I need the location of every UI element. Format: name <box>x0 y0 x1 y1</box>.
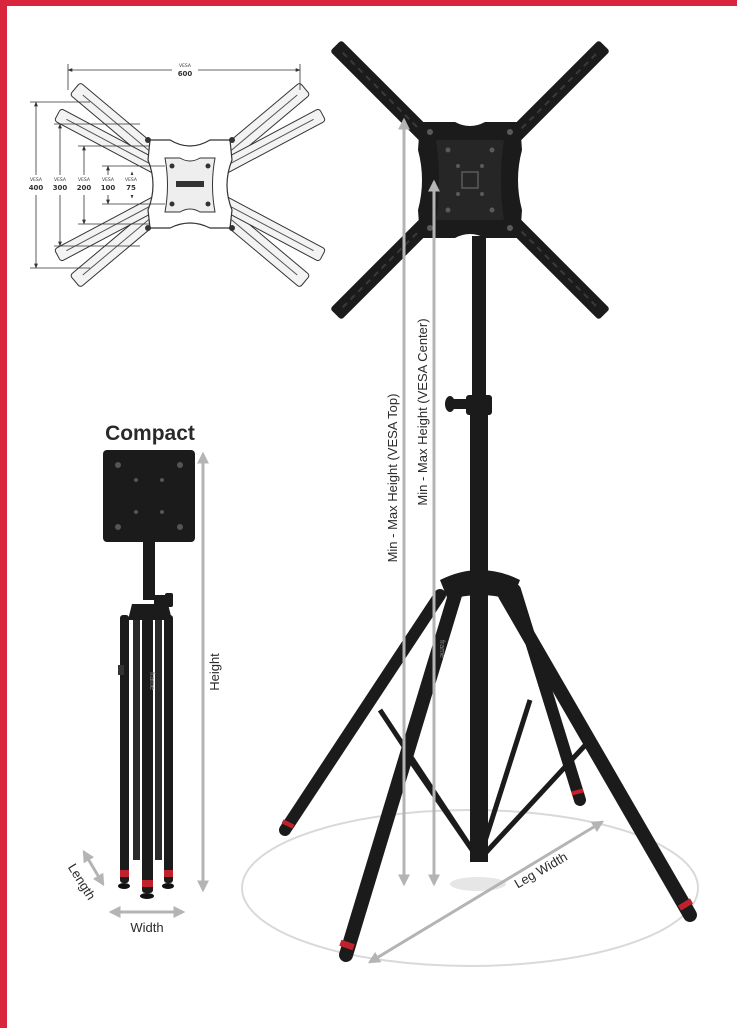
vesa-height-labels: VESA 400 VESA 300 VESA 200 VESA 100 VESA… <box>24 175 142 195</box>
compact-length-arrow <box>82 849 105 887</box>
vesa-200-value: 200 <box>77 184 92 192</box>
vesa-width-value: 600 <box>178 70 193 78</box>
stand-lower-pole <box>470 412 488 572</box>
vesa-100-tag: VESA <box>102 177 115 183</box>
vesa-100-value: 100 <box>101 184 116 192</box>
extended-stand: frame <box>279 41 697 962</box>
vesa-400-value: 400 <box>29 184 44 192</box>
compact-width-label: Width <box>130 920 163 935</box>
vesa-75-tag: VESA <box>125 177 138 183</box>
accent-bar-top <box>0 0 737 6</box>
compact-height-label: Height <box>207 653 222 691</box>
compact-title: Compact <box>105 422 195 445</box>
stand-brand: frame <box>438 640 445 658</box>
stand-upper-pole <box>472 236 486 406</box>
compact-vesa-plate <box>103 450 195 542</box>
vesa-300-tag: VESA <box>54 177 67 183</box>
compact-stand: frame <box>103 450 195 899</box>
vesa-width-tag: VESA <box>179 63 192 69</box>
vesa-300-value: 300 <box>53 184 68 192</box>
compact-brand: frame <box>148 672 155 690</box>
vesa-75-value: 75 <box>126 184 136 192</box>
vesa-200-tag: VESA <box>78 177 91 183</box>
vesa-center-height-label: Min - Max Height (VESA Center) <box>415 318 430 505</box>
vesa-top-height-label: Min - Max Height (VESA Top) <box>385 394 400 563</box>
vesa-400-tag: VESA <box>30 177 43 183</box>
leg-width-arrow <box>367 820 605 964</box>
accent-bar-left <box>0 0 7 1028</box>
vesa-drawing: VESA 600 VESA 400 VESA 30 <box>24 62 326 287</box>
